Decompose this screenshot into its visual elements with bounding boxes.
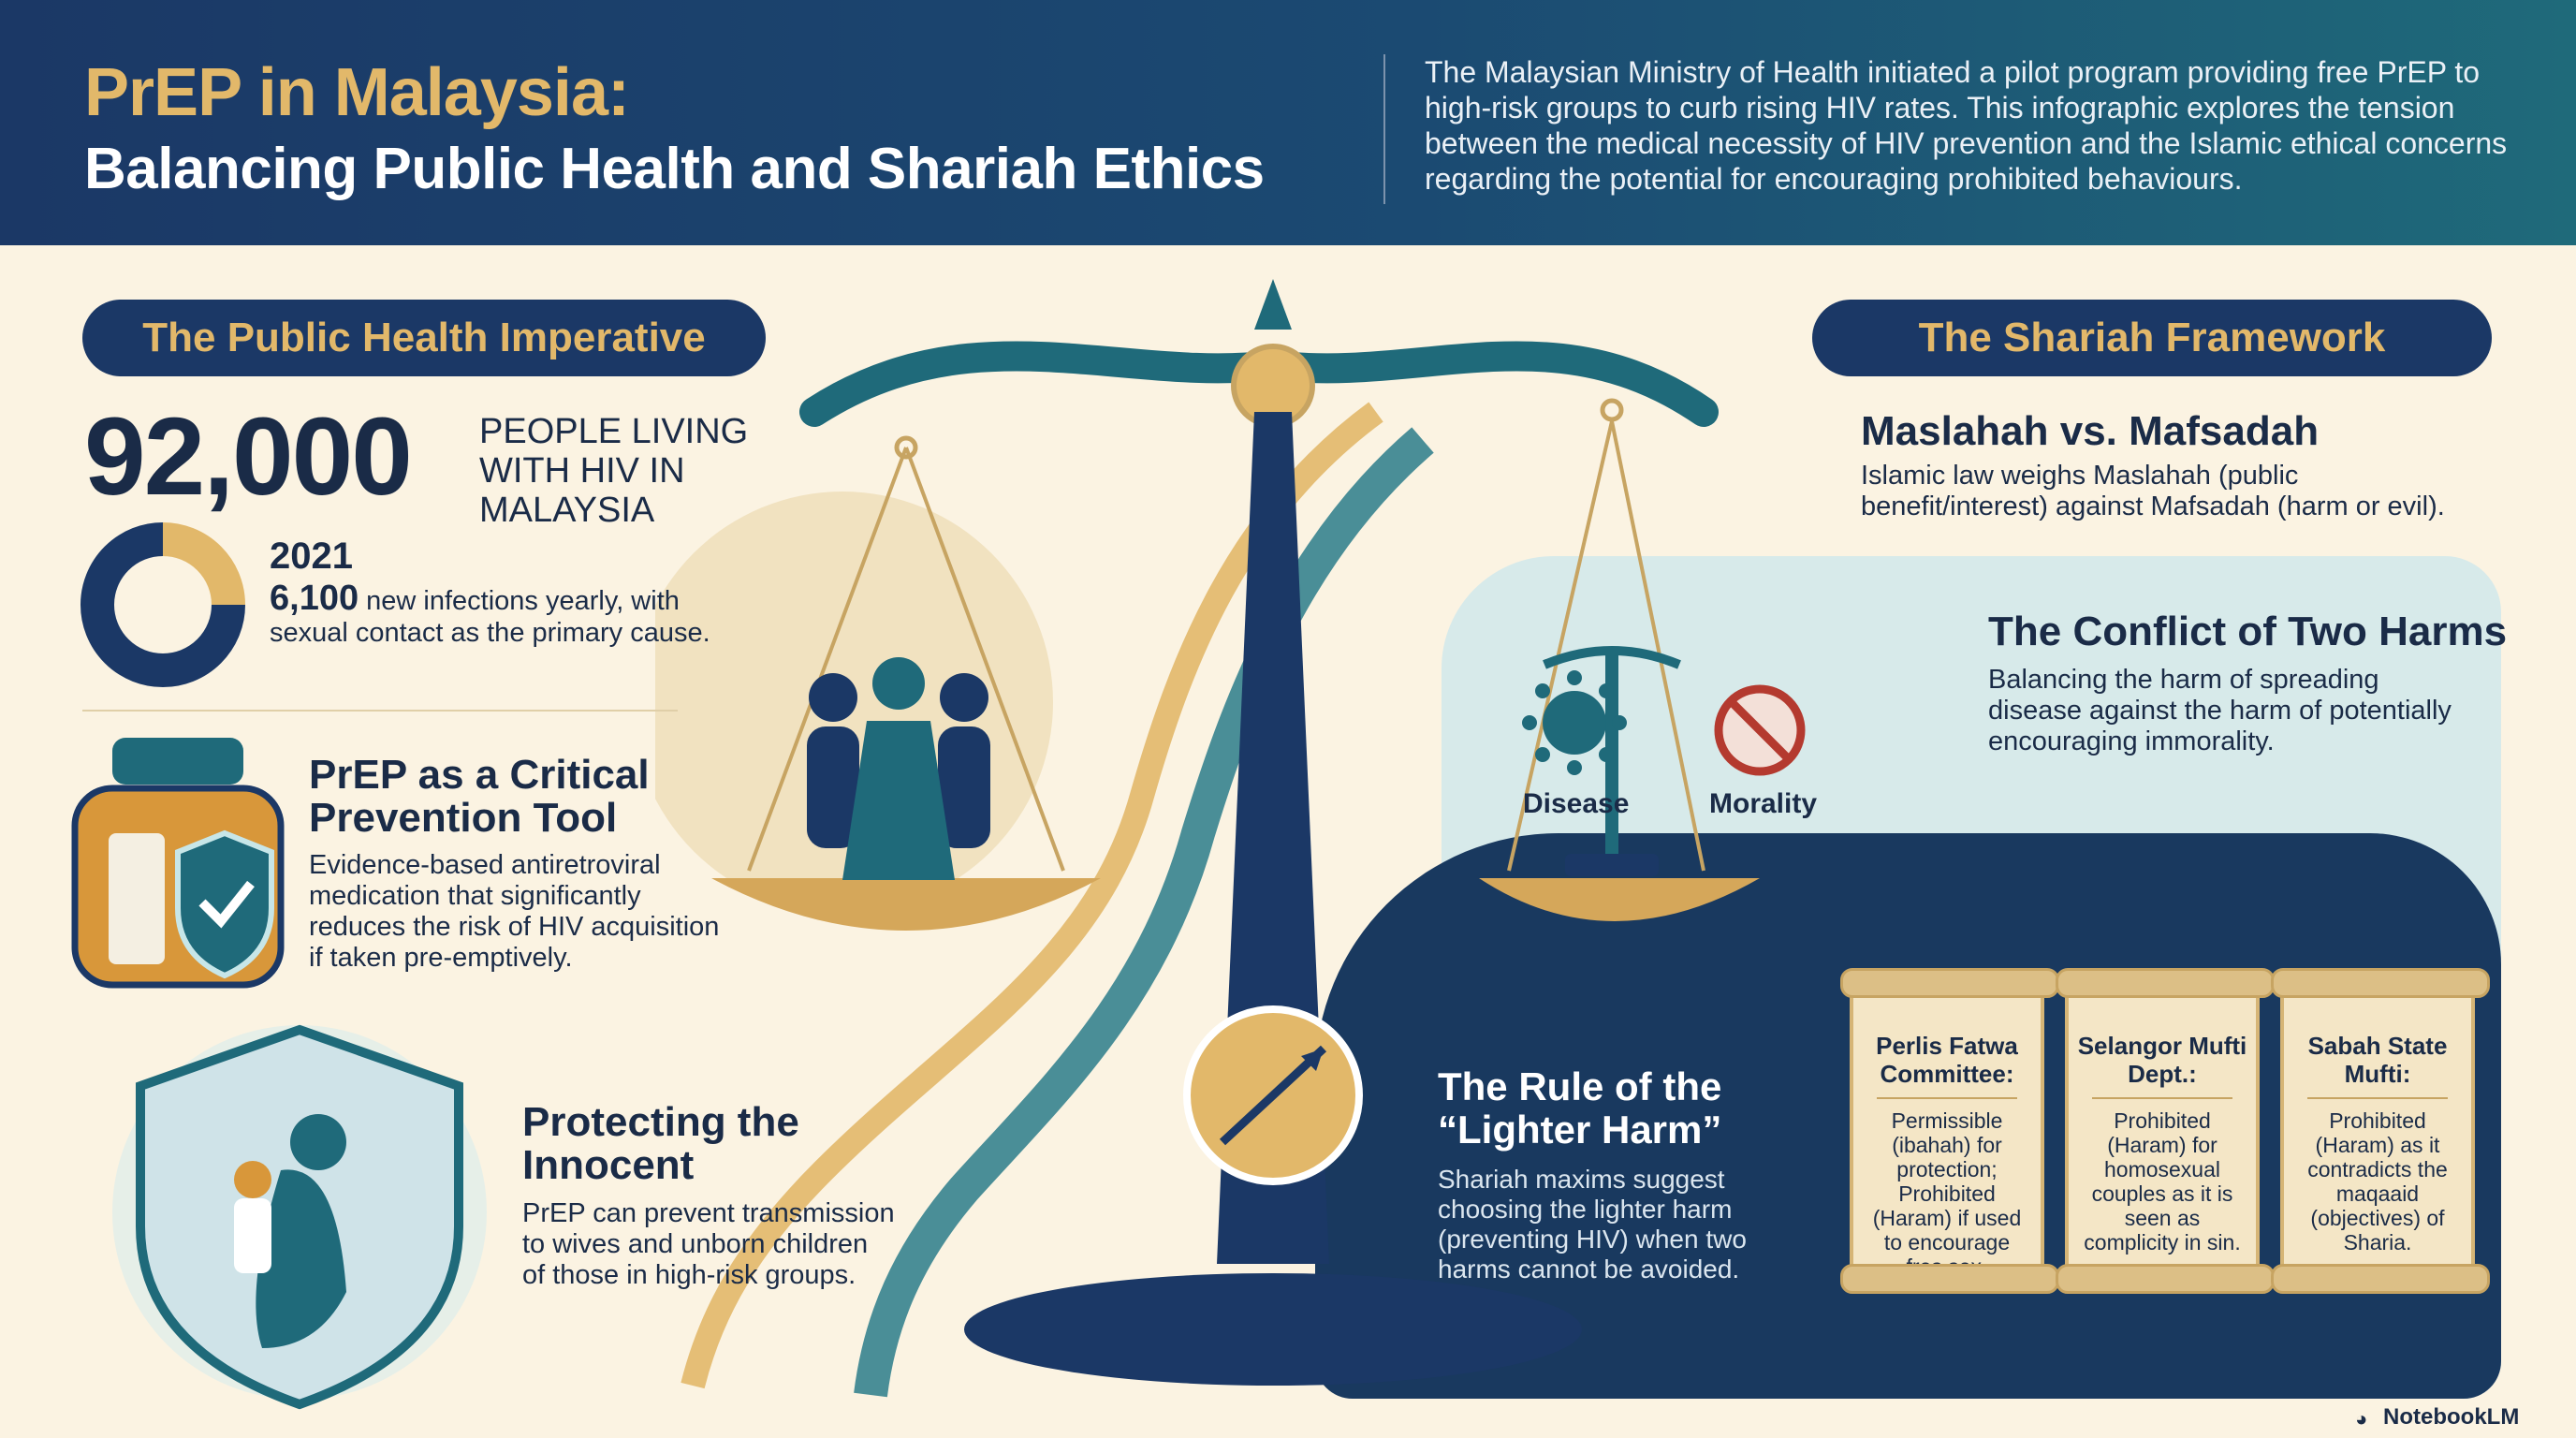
page-subtitle: Balancing Public Health and Shariah Ethi…	[84, 137, 1265, 201]
protective-shield-icon	[112, 1024, 487, 1410]
stat-year: 2021	[270, 536, 353, 577]
ruling-card-perlis: Perlis Fatwa Committee: Permissible (iba…	[1840, 968, 2059, 1294]
header-banner	[0, 0, 2576, 245]
virus-icon	[1522, 670, 1627, 775]
left-divider	[82, 710, 678, 712]
prep-tool-heading: PrEP as a Critical Prevention Tool	[309, 752, 650, 841]
conflict-body: Balancing the harm of spreading disease …	[1988, 665, 2452, 756]
hiv-population-label: PEOPLE LIVING WITH HIV IN MALAYSIA	[479, 412, 749, 530]
page-title: PrEP in Malaysia:	[84, 55, 630, 130]
pill-bottle-icon	[71, 738, 285, 989]
scale-label-disease: Disease	[1523, 788, 1630, 819]
ruling-card-sabah: Sabah State Mufti: Prohibited (Haram) as…	[2271, 968, 2490, 1294]
section-pill-shariah: The Shariah Framework	[1812, 300, 2492, 376]
ruling-card-selangor: Selangor Mufti Dept.: Prohibited (Haram)…	[2056, 968, 2275, 1294]
right-scale-pan	[1479, 878, 1760, 921]
donut-slice-segment-a	[80, 522, 245, 687]
header-description: The Malaysian Ministry of Health initiat…	[1425, 55, 2508, 196]
lighter-harm-body: Shariah maxims suggest choosing the ligh…	[1438, 1165, 1747, 1284]
brand-label: NotebookLM	[2383, 1404, 2520, 1430]
new-infections-text: 6,100 new infections yearly, with sexual…	[270, 579, 719, 649]
ruling-text: Prohibited (Haram) as it contradicts the…	[2307, 1108, 2448, 1255]
prep-tool-body: Evidence-based antiretroviral medication…	[309, 850, 720, 973]
new-infections-count: 6,100	[270, 579, 359, 618]
ruling-head: Selangor Mufti Dept.:	[2077, 1032, 2247, 1088]
left-scale-pan	[711, 878, 1101, 931]
gold-ribbon	[681, 402, 1383, 1389]
lighter-harm-heading: The Rule of the “Lighter Harm”	[1438, 1064, 1722, 1152]
protecting-innocent-body: PrEP can prevent transmission to wives a…	[522, 1198, 895, 1290]
ruling-head: Perlis Fatwa Committee:	[1876, 1032, 2018, 1088]
section-pill-public-health: The Public Health Imperative	[82, 300, 766, 376]
scale-finial	[1254, 279, 1292, 330]
ruling-text: Prohibited (Haram) for homosexual couple…	[2084, 1108, 2241, 1255]
conflict-heading: The Conflict of Two Harms	[1988, 609, 2508, 654]
prohibited-icon	[1714, 684, 1806, 776]
scale-of-justice-illustration	[655, 279, 1806, 1398]
protecting-innocent-heading: Protecting the Innocent	[522, 1099, 799, 1188]
header-divider	[1383, 54, 1385, 204]
infections-donut-chart	[80, 522, 245, 687]
ruling-text: Permissible (ibahah) for protection; Pro…	[1872, 1108, 2022, 1279]
new-infections-desc: new infections yearly, with sexual conta…	[270, 586, 710, 648]
scale-base	[964, 1273, 1582, 1386]
maslahah-body: Islamic law weighs Maslahah (public bene…	[1861, 461, 2445, 521]
hiv-population-stat: 92,000	[84, 395, 413, 519]
maslahah-heading: Maslahah vs. Mafsadah	[1861, 408, 2320, 454]
scale-label-morality: Morality	[1709, 788, 1818, 819]
donut-slice-segment-b	[162, 522, 245, 606]
notebooklm-logo-icon: ◕	[2355, 1407, 2368, 1431]
ruling-head: Sabah State Mufti:	[2307, 1032, 2448, 1088]
family-icon	[807, 673, 990, 848]
